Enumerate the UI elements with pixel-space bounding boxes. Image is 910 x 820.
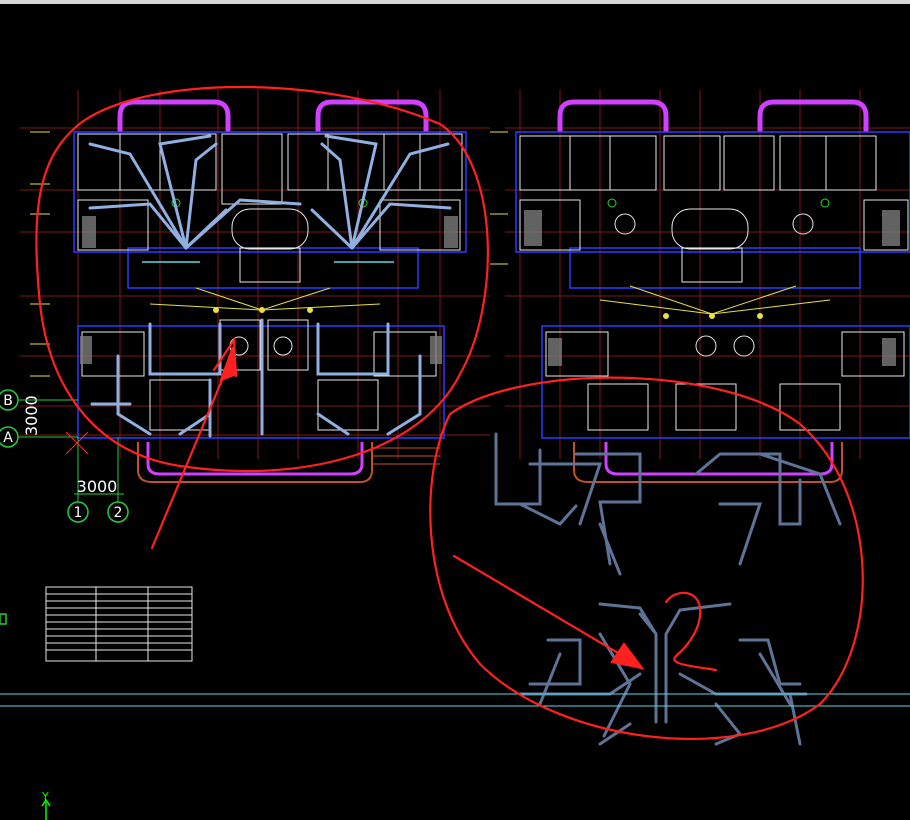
right-floor-plan[interactable] (515, 99, 910, 483)
cad-model-space[interactable]: B A 3000 3000 1 2 (0, 4, 910, 820)
grid-bubble-col-2[interactable]: 2 (107, 501, 129, 523)
left-pipe-network (88, 134, 452, 438)
right-balcony-arch-2 (757, 99, 869, 132)
extracted-pipe-network[interactable] (494, 432, 842, 746)
grid-bubble-col-1[interactable]: 1 (67, 501, 89, 523)
grid-bubble-row-a[interactable]: A (0, 426, 19, 448)
grid-label-b: B (3, 393, 13, 409)
red-annotations (35, 85, 864, 740)
ucs-y-axis-icon: Y (41, 790, 51, 820)
window-top-bar (0, 0, 910, 4)
annotation-circle-right (429, 376, 864, 740)
right-balcony-arch-1 (557, 99, 669, 132)
left-balcony-arch-1 (117, 99, 231, 132)
axis-grid-lines (20, 90, 910, 459)
annotation-arrow-right (452, 554, 642, 668)
left-terrace-arc (137, 442, 373, 483)
right-terrace-arc (573, 442, 843, 483)
grid-label-1: 1 (74, 505, 83, 521)
annotation-circle-left (35, 85, 489, 473)
grid-label-a: A (3, 430, 13, 446)
left-floor-plan[interactable] (73, 99, 467, 483)
grid-label-2: 2 (114, 505, 123, 521)
grid-bubble-row-b[interactable]: B (0, 389, 19, 411)
horizontal-dimension-text: 3000 (77, 477, 118, 496)
legend-table[interactable] (45, 586, 193, 662)
viewport-marker-icon[interactable] (0, 613, 7, 625)
ucs-y-label: Y (41, 790, 49, 803)
annotation-scribble (664, 591, 718, 672)
vertical-dimension-text: 3000 (22, 395, 41, 436)
